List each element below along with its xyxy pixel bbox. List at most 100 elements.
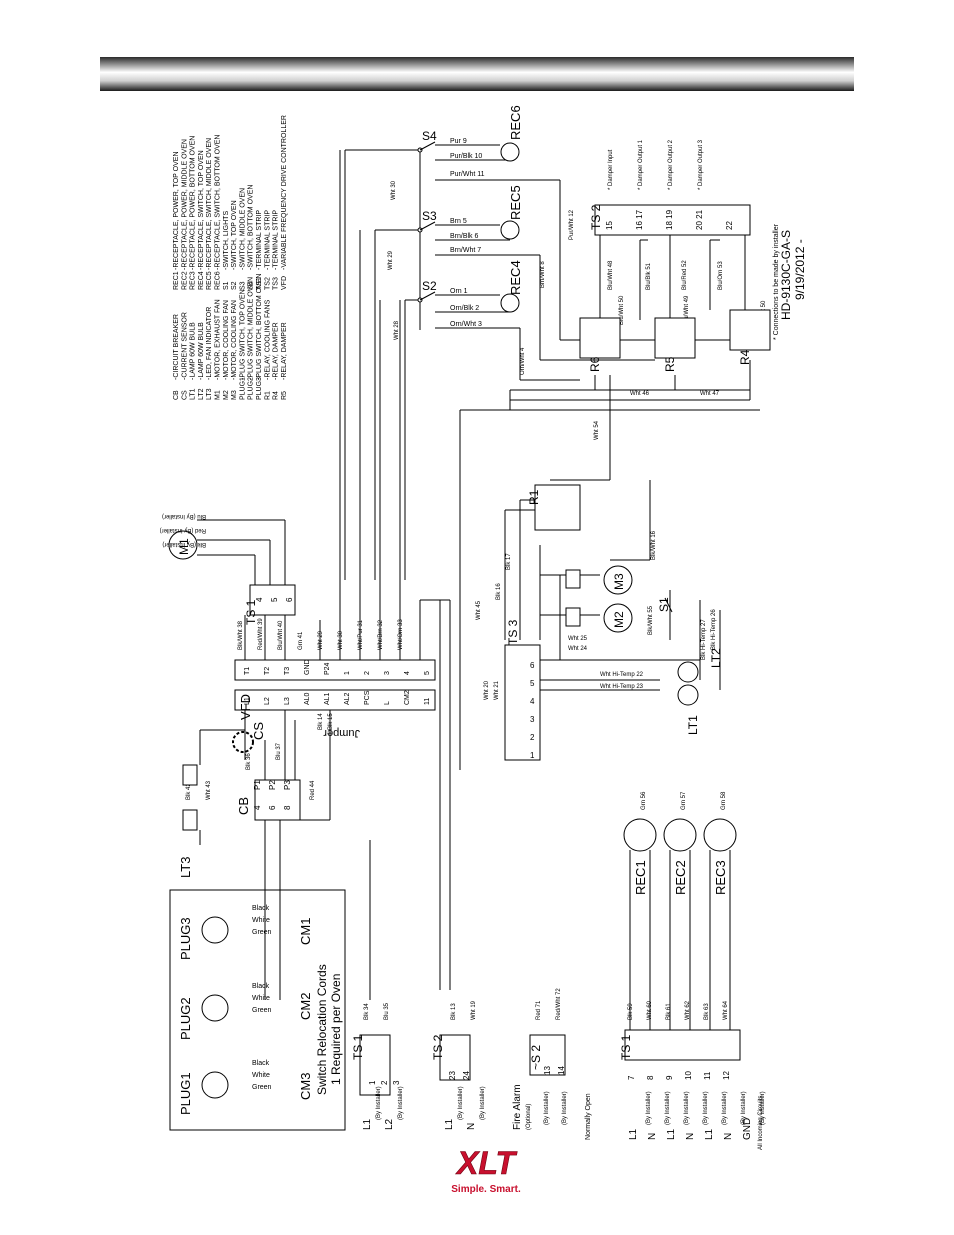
switch-s3-label: S3	[422, 209, 437, 223]
cord-wire-label: Green	[252, 1084, 272, 1091]
cord-wire-label: Black	[252, 1060, 270, 1067]
legend-code: S4	[248, 281, 255, 290]
rec1-label: REC1	[633, 860, 648, 895]
cb-wires	[199, 600, 451, 1000]
rec6-label: REC6	[508, 105, 523, 140]
vfd-top-terminal: P24	[324, 662, 331, 675]
wire-label: Red/Wht 39	[258, 618, 264, 650]
legend-desc: -LAMP 60W BULB	[198, 322, 205, 380]
ts2-right-terminal: 22	[725, 221, 734, 230]
ts1-top-terminal: 6	[285, 597, 294, 602]
wire-label: Blk 13	[451, 1003, 457, 1020]
vfd-bottom-terminal: AL1	[324, 692, 331, 705]
xlt-logo: XLT Simple. Smart.	[451, 1145, 521, 1195]
switch-s1-label: S1	[657, 597, 671, 612]
wire-label: Wht/Pur 31	[358, 619, 364, 650]
wire-label: Wht 25	[568, 636, 588, 642]
installer-note: (By Installer)	[684, 1091, 690, 1125]
rec5-symbol	[500, 220, 520, 240]
cm1-label: CM1	[298, 918, 313, 945]
terminal: 11	[703, 1071, 712, 1080]
ts1-bottom-label: TS 1	[351, 1034, 365, 1060]
plug2-label: PLUG2	[178, 997, 193, 1040]
normally-open-label: Normally Open	[585, 1093, 592, 1140]
rec3-label: REC3	[713, 860, 728, 895]
ts1-rec-block	[624, 1029, 741, 1061]
installer-note: (By Installer)	[703, 1091, 709, 1125]
vfd-top-terminal: 4	[404, 671, 411, 675]
rec6-symbol	[500, 142, 520, 162]
wire-label: Brn 5	[450, 218, 467, 225]
relay-r4-label: R4	[738, 349, 752, 365]
power-receptacles	[623, 818, 737, 852]
legend-desc: -RECEPTACLE, SWITCH, MIDDLE OVEN	[206, 138, 213, 270]
installer-note: * Connections to be made by installer	[773, 223, 780, 340]
gnd-note: All Incoming Circuits	[758, 1096, 764, 1150]
legend-desc: -MOTOR, COOLING FAN	[223, 300, 230, 380]
installer-note: (By Installer)	[722, 1091, 728, 1125]
legend-code: LT2	[198, 388, 205, 400]
plug1-label: PLUG1	[178, 1072, 193, 1115]
lamp-lt2-label: LT2	[709, 648, 723, 668]
wire-label: Wht/Brn 32	[378, 619, 384, 650]
wire-label: Wht/Orn 33	[398, 619, 404, 650]
plug2-symbol	[201, 994, 229, 1022]
brand-logo-text: XLT	[455, 1145, 518, 1181]
ts3-label: TS 3	[506, 619, 520, 645]
current-sensor	[232, 731, 254, 753]
revision-date: 9/19/2012 -	[793, 239, 807, 300]
ts2-right-terminal: 18 19	[665, 209, 674, 230]
cb-label: CB	[236, 797, 251, 815]
legend-code: S3	[239, 281, 246, 290]
m2-connector	[565, 607, 581, 627]
ts2-bottom-label: TS 2	[431, 1034, 445, 1060]
ts1-rec-label: TS 1	[619, 1034, 633, 1060]
wire-label: Red (By Installer)	[160, 527, 206, 533]
plug3-label: PLUG3	[178, 917, 193, 960]
rec-wires	[629, 850, 731, 1030]
line-label: L1	[666, 1128, 677, 1140]
vfd-bottom-terminal: L	[384, 701, 391, 705]
installer-note: (By Installer)	[562, 1091, 568, 1125]
plug1-symbol	[201, 1071, 229, 1099]
motor-m3-label: M3	[612, 573, 626, 590]
legend-desc: -PLUG SWITCH, TOP OVEN	[239, 289, 246, 380]
vfd-bottom-row	[234, 689, 436, 711]
legend-desc: -RECEPTACLE, SWITCH, BOTTOM OVEN	[215, 135, 222, 270]
relay-r5-label: R5	[663, 356, 677, 372]
terminal: 14	[557, 1066, 566, 1075]
vfd-bottom-terminal: AL2	[344, 692, 351, 705]
line-label: N	[723, 1133, 734, 1140]
switch-s4-label: S4	[422, 129, 437, 143]
rec4-symbol	[500, 293, 520, 313]
line-label: GND	[742, 1118, 753, 1140]
motor-m1	[168, 530, 198, 560]
installer-note: (By Installer)	[544, 1091, 550, 1125]
wire-label: Blk 42	[186, 783, 192, 800]
legend-code: CS	[181, 390, 188, 400]
wire-label: Wht Hi-Temp 23	[600, 684, 644, 690]
wire-label: Blk 15	[328, 713, 334, 730]
switch-receptacles	[500, 142, 520, 313]
terminal: 12	[722, 1071, 731, 1080]
installer-note: (By Installer)	[398, 1086, 404, 1120]
brand-tagline: Simple. Smart.	[451, 1184, 521, 1195]
wire-label: Wht 28	[394, 320, 400, 340]
wire-label: Wht 30	[338, 630, 344, 650]
legend-desc: -CIRCUIT BREAKER	[173, 314, 180, 380]
legend-desc: -CURRENT SENSOR	[181, 312, 188, 380]
wire-label: Blk 59	[628, 1003, 634, 1020]
line-label: N	[647, 1133, 658, 1140]
cords-title: Switch Relocation Cords	[315, 964, 329, 1095]
wire-label: Blu/Wht 49	[684, 295, 690, 325]
cb-terminal: 4	[253, 805, 262, 810]
lamp-lt2	[677, 661, 699, 683]
wire-label: Blk/Wht 55	[648, 605, 654, 635]
legend-desc: -MOTOR, COOLING FAN	[231, 300, 238, 380]
lamp-lt3-label: LT3	[178, 857, 193, 878]
wire-label: Grn 41	[298, 631, 304, 650]
wire-label: Pur/Blk 10	[450, 153, 482, 160]
ts1-top-terminal: 4	[255, 597, 264, 602]
relay-r1	[534, 484, 581, 531]
